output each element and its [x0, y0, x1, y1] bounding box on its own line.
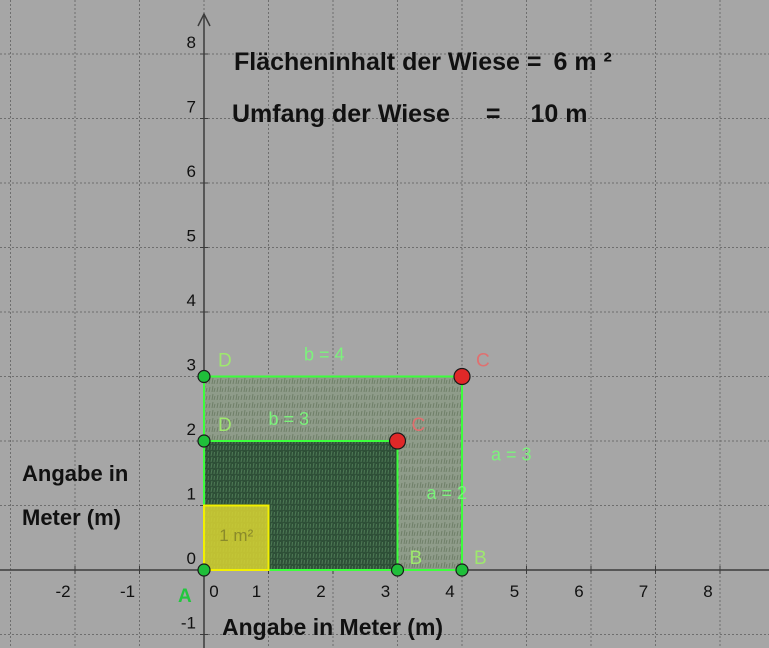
x-tick-label: 7: [639, 582, 648, 601]
y-tick-label: 0: [187, 549, 196, 568]
y-tick-label: 6: [187, 162, 196, 181]
perimeter-equals: =: [485, 100, 501, 128]
x-tick-label: 6: [574, 582, 583, 601]
perimeter-value: 10 m: [530, 100, 588, 128]
x-tick-label: 0: [209, 582, 218, 601]
perimeter-readout: Umfang der Wiese = 10 m: [232, 100, 587, 129]
y-tick-label: 7: [187, 98, 196, 117]
segment-labels: b = 4 b = 3 a = 3 a = 2: [269, 344, 532, 503]
point-b: [390, 563, 405, 577]
x-axis-caption: Angabe in Meter (m): [222, 614, 444, 640]
y-tick-label: 8: [187, 33, 196, 52]
point-label: D: [218, 415, 232, 436]
point-label: B: [474, 548, 487, 569]
x-tick-label: -2: [55, 582, 70, 601]
y-tick-label: 2: [187, 420, 196, 439]
x-tick-label: 4: [445, 582, 454, 601]
area-readout: Flächeninhalt der Wiese = 6 m ²: [234, 48, 612, 77]
y-axis-caption: Angabe in Meter (m): [22, 461, 129, 530]
x-tick-label: 2: [316, 582, 325, 601]
area-label: Flächeninhalt der Wiese =: [234, 48, 542, 76]
x-tick-label: -1: [120, 582, 135, 601]
segment-label: a = 2: [427, 483, 468, 503]
x-tick-label: 8: [703, 582, 712, 601]
point-b: [455, 563, 469, 577]
segment-label: a = 3: [491, 444, 532, 464]
y-tick-label: 5: [187, 227, 196, 246]
point-a: [197, 563, 211, 577]
x-tick-label: 3: [381, 582, 390, 601]
x-tick-label: 5: [510, 582, 519, 601]
tick-labels: -2 -1 0 1 2 3 4 5 6 7 8 -1 1 2 3 4 5 6 7 8 0: [55, 33, 712, 633]
x-tick-label: 1: [252, 582, 261, 601]
point-d: [197, 369, 211, 384]
points: A B D C D C B: [178, 351, 490, 608]
y-tick-label: 3: [187, 356, 196, 375]
rectangles: 1 m²: [203, 375, 463, 571]
perimeter-label: Umfang der Wiese: [232, 100, 450, 128]
unit-square: [203, 504, 270, 571]
point-label: B: [410, 548, 423, 569]
point-label: D: [218, 351, 232, 372]
segment-label: b = 4: [304, 344, 345, 364]
point-d: [197, 434, 211, 448]
y-tick-label: -1: [181, 614, 196, 633]
point-c: [388, 432, 407, 450]
y-tick-label: 4: [187, 291, 196, 310]
segment-label: b = 3: [269, 409, 310, 429]
y-axis-arrow: [197, 12, 211, 27]
point-label: C: [476, 351, 490, 372]
point-c: [453, 367, 471, 386]
y-tick-label: 1: [187, 485, 196, 504]
unit-square-label: 1 m²: [219, 526, 253, 545]
area-value: 6 m ²: [553, 48, 612, 76]
point-label: A: [178, 586, 192, 607]
point-label: C: [412, 415, 426, 436]
